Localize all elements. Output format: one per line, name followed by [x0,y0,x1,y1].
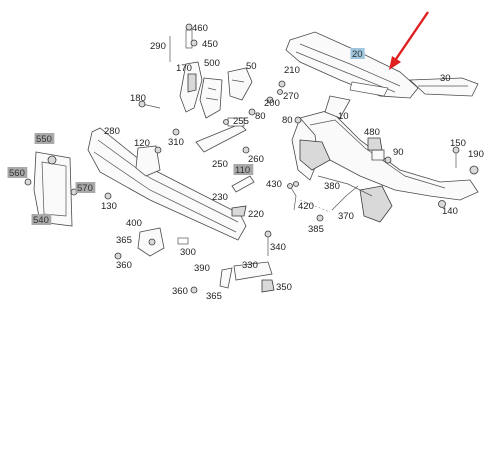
highlighted-part-labels: 550 560 570 540 110 20 [7,48,365,226]
part-label[interactable]: 300 [180,247,196,258]
bolt-385[interactable] [316,214,324,222]
clip-300[interactable] [177,237,189,245]
highlight-box [75,182,96,193]
part-label[interactable]: 370 [338,211,354,222]
part-label[interactable]: 500 [204,58,220,69]
lock-carrier[interactable] [179,23,223,119]
bolt-260[interactable] [242,146,250,154]
sensor-bracket-330[interactable] [219,261,273,289]
part-label[interactable]: 210 [284,65,300,76]
nut-210[interactable] [266,80,286,104]
mount-480[interactable] [367,137,383,151]
part-label[interactable]: 290 [150,41,166,52]
part-label[interactable]: 360 [172,286,188,297]
part-label[interactable]: 90 [393,147,404,158]
bracket-120[interactable] [135,145,162,177]
part-label[interactable]: 250 [212,159,228,170]
part-label[interactable]: 365 [206,291,222,302]
part-label[interactable]: 220 [248,209,264,220]
bolt-150[interactable] [452,146,460,168]
part-label[interactable]: 390 [194,263,210,274]
highlight-box [350,48,365,59]
highlighted-part-label[interactable]: 560 [9,168,25,179]
bolt-255[interactable] [223,119,229,125]
brace-250[interactable] [195,117,247,153]
bolt-310[interactable] [172,128,180,136]
part-label[interactable]: 180 [130,93,146,104]
indicator-arrow [389,11,429,70]
bolt-430[interactable] [293,181,299,187]
part-label[interactable]: 140 [442,206,458,217]
rod-370[interactable] [331,185,359,211]
bolt-130[interactable] [104,192,112,200]
highlighted-part-label[interactable]: 540 [33,215,49,226]
bolt-80[interactable] [248,108,302,124]
bolt-340[interactable] [264,230,272,256]
part-label[interactable]: 130 [101,201,117,212]
part-label[interactable]: 190 [468,149,484,160]
part-label[interactable]: 310 [168,137,184,148]
clip-90[interactable] [384,156,392,164]
part-label[interactable]: 430 [266,179,282,190]
bolt-180[interactable] [138,100,161,109]
part-label[interactable]: 340 [270,242,286,253]
part-label[interactable]: 80 [282,115,293,126]
bracket-230[interactable] [231,175,255,193]
bracket-50[interactable] [227,67,253,101]
highlight-box [7,167,28,178]
highlight-box [34,133,55,144]
part-label[interactable]: 150 [450,138,466,149]
front-frame[interactable] [291,95,479,223]
part-label[interactable]: 480 [364,127,380,138]
part-label[interactable]: 120 [134,138,150,149]
part-label[interactable]: 170 [176,63,192,74]
part-label[interactable]: 280 [104,126,120,137]
nut-190[interactable] [469,165,479,175]
part-label[interactable]: 30 [440,73,451,84]
rod-420[interactable] [287,183,297,211]
bumper-beam[interactable] [87,127,247,241]
part-label[interactable]: 255 [233,116,249,127]
upper-crossmember[interactable] [285,31,479,99]
part-label[interactable]: 50 [246,61,257,72]
side-bracket[interactable] [24,151,78,227]
part-label[interactable]: 80 [255,111,266,122]
clip-220[interactable] [231,205,247,217]
part-label[interactable]: 10 [338,111,349,122]
part-label[interactable]: 460 [192,23,208,34]
part-label[interactable]: 330 [242,260,258,271]
part-label[interactable]: 365 [116,235,132,246]
bolt-140[interactable] [438,200,446,208]
highlighted-part-label[interactable]: 20 [352,49,363,60]
part-label[interactable]: 270 [283,91,299,102]
part-label[interactable]: 380 [324,181,340,192]
highlight-box [31,214,52,225]
part-label[interactable]: 260 [248,154,264,165]
part-label[interactable]: 200 [264,98,280,109]
cap-350[interactable] [261,279,275,293]
highlighted-part-label[interactable]: 550 [36,134,52,145]
part-label[interactable]: 450 [202,39,218,50]
part-label[interactable]: 400 [126,218,142,229]
nut-360[interactable] [114,252,198,294]
part-label[interactable]: 420 [298,201,314,212]
highlighted-part-label[interactable]: 110 [235,165,250,176]
highlight-box [233,164,254,175]
bracket-400[interactable] [137,227,165,257]
part-label[interactable]: 350 [276,282,292,293]
part-label[interactable]: 360 [116,260,132,271]
part-label[interactable]: 385 [308,224,324,235]
highlighted-part-label[interactable]: 570 [77,183,93,194]
part-label[interactable]: 230 [212,192,228,203]
